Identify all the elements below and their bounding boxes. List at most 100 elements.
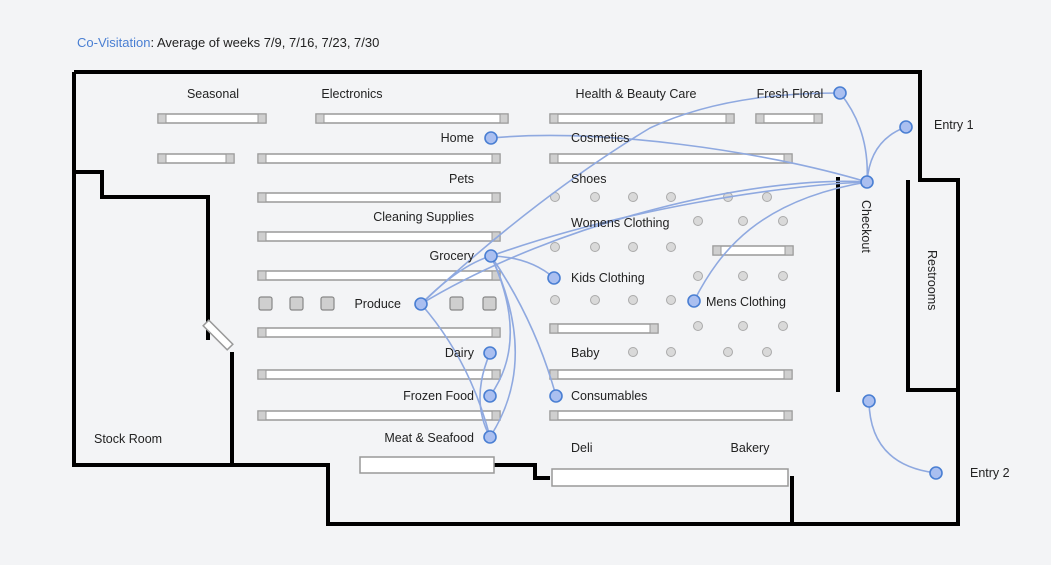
- shelf: [755, 113, 823, 124]
- clothing-rack: [778, 271, 788, 281]
- clothing-rack: [738, 216, 748, 226]
- clothing-rack: [693, 271, 703, 281]
- label-seasonal: Seasonal: [187, 87, 239, 101]
- produce-bin: [258, 296, 273, 311]
- label-electronics: Electronics: [321, 87, 382, 101]
- shelf: [257, 270, 501, 281]
- node-consumables[interactable]: [549, 389, 563, 403]
- shelf: [257, 410, 501, 421]
- shelf: [257, 369, 501, 380]
- node-checkout[interactable]: [860, 175, 874, 189]
- node-produce[interactable]: [414, 297, 428, 311]
- label-womens: Womens Clothing: [571, 216, 669, 230]
- shelf: [549, 369, 793, 380]
- link-home-checkout: [490, 134, 868, 183]
- clothing-rack: [628, 295, 638, 305]
- label-entry1: Entry 1: [934, 118, 974, 132]
- clothing-rack: [590, 192, 600, 202]
- clothing-rack: [693, 321, 703, 331]
- clothing-rack: [550, 242, 560, 252]
- clothing-rack: [666, 242, 676, 252]
- link-dairy-meat: [479, 352, 491, 438]
- link-checkout-lower-entry2: [868, 400, 937, 474]
- label-grocery: Grocery: [430, 249, 475, 263]
- label-baby: Baby: [571, 346, 600, 360]
- label-dairy: Dairy: [445, 346, 475, 360]
- label-meat: Meat & Seafood: [384, 431, 474, 445]
- link-mens-checkout: [693, 181, 868, 302]
- node-home[interactable]: [484, 131, 498, 145]
- clothing-rack: [666, 295, 676, 305]
- clothing-rack: [778, 321, 788, 331]
- node-meat[interactable]: [483, 430, 497, 444]
- link-fresh-floral-checkout: [839, 92, 869, 183]
- shelf: [257, 153, 501, 164]
- label-mens: Mens Clothing: [706, 295, 786, 309]
- shelf: [257, 327, 501, 338]
- deli-wall: [492, 463, 550, 480]
- label-fresh-floral: Fresh Floral: [757, 87, 824, 101]
- shelf: [157, 113, 267, 124]
- link-produce-checkout: [420, 180, 868, 305]
- link-produce-fresh-floral: [420, 92, 841, 305]
- shelf: [549, 113, 735, 124]
- label-kids: Kids Clothing: [571, 271, 645, 285]
- produce-bin: [449, 296, 464, 311]
- clothing-rack: [550, 295, 560, 305]
- counter: [551, 468, 789, 487]
- shelf: [157, 153, 235, 164]
- label-restrooms: Restrooms: [925, 250, 939, 310]
- clothing-rack: [590, 295, 600, 305]
- label-home: Home: [441, 131, 474, 145]
- label-consumables: Consumables: [571, 389, 647, 403]
- nodes: [414, 86, 943, 480]
- label-deli: Deli: [571, 441, 593, 455]
- clothing-rack: [666, 347, 676, 357]
- node-mens[interactable]: [687, 294, 701, 308]
- clothing-rack: [693, 216, 703, 226]
- header-separator: :: [150, 35, 155, 50]
- node-fresh-floral[interactable]: [833, 86, 847, 100]
- label-pets: Pets: [449, 172, 474, 186]
- label-health-beauty: Health & Beauty Care: [576, 87, 697, 101]
- produce-bin: [482, 296, 497, 311]
- node-dairy[interactable]: [483, 346, 497, 360]
- shelf: [257, 231, 501, 242]
- label-cosmetics: Cosmetics: [571, 131, 629, 145]
- node-kids[interactable]: [547, 271, 561, 285]
- produce-bin: [320, 296, 335, 311]
- node-grocery[interactable]: [484, 249, 498, 263]
- node-checkout-lower[interactable]: [862, 394, 876, 408]
- clothing-rack: [628, 192, 638, 202]
- stock-room-wall: [74, 170, 210, 340]
- node-frozen[interactable]: [483, 389, 497, 403]
- node-entry1[interactable]: [899, 120, 913, 134]
- label-frozen: Frozen Food: [403, 389, 474, 403]
- walls: [72, 70, 960, 526]
- stock-room-door: [202, 319, 234, 351]
- counter: [359, 456, 495, 474]
- link-produce-meat: [420, 303, 491, 438]
- clothing-rack: [590, 242, 600, 252]
- restroom-wall: [906, 180, 958, 392]
- shelf: [549, 410, 793, 421]
- clothing-rack: [628, 242, 638, 252]
- clothing-rack: [738, 321, 748, 331]
- label-cleaning: Cleaning Supplies: [373, 210, 474, 224]
- produce-bin: [289, 296, 304, 311]
- label-shoes: Shoes: [571, 172, 606, 186]
- clothing-rack: [778, 216, 788, 226]
- chart-header: Co-Visitation: Average of weeks 7/9, 7/1…: [77, 35, 379, 50]
- shelf: [549, 153, 793, 164]
- bakery-wall: [790, 476, 794, 524]
- link-grocery-meat: [489, 255, 516, 438]
- shelves: [157, 113, 823, 487]
- node-entry2[interactable]: [929, 466, 943, 480]
- clothing-rack: [666, 192, 676, 202]
- header-subtitle: Average of weeks 7/9, 7/16, 7/23, 7/30: [154, 35, 380, 50]
- shelf: [315, 113, 509, 124]
- shelf: [257, 192, 501, 203]
- clothing-rack: [738, 271, 748, 281]
